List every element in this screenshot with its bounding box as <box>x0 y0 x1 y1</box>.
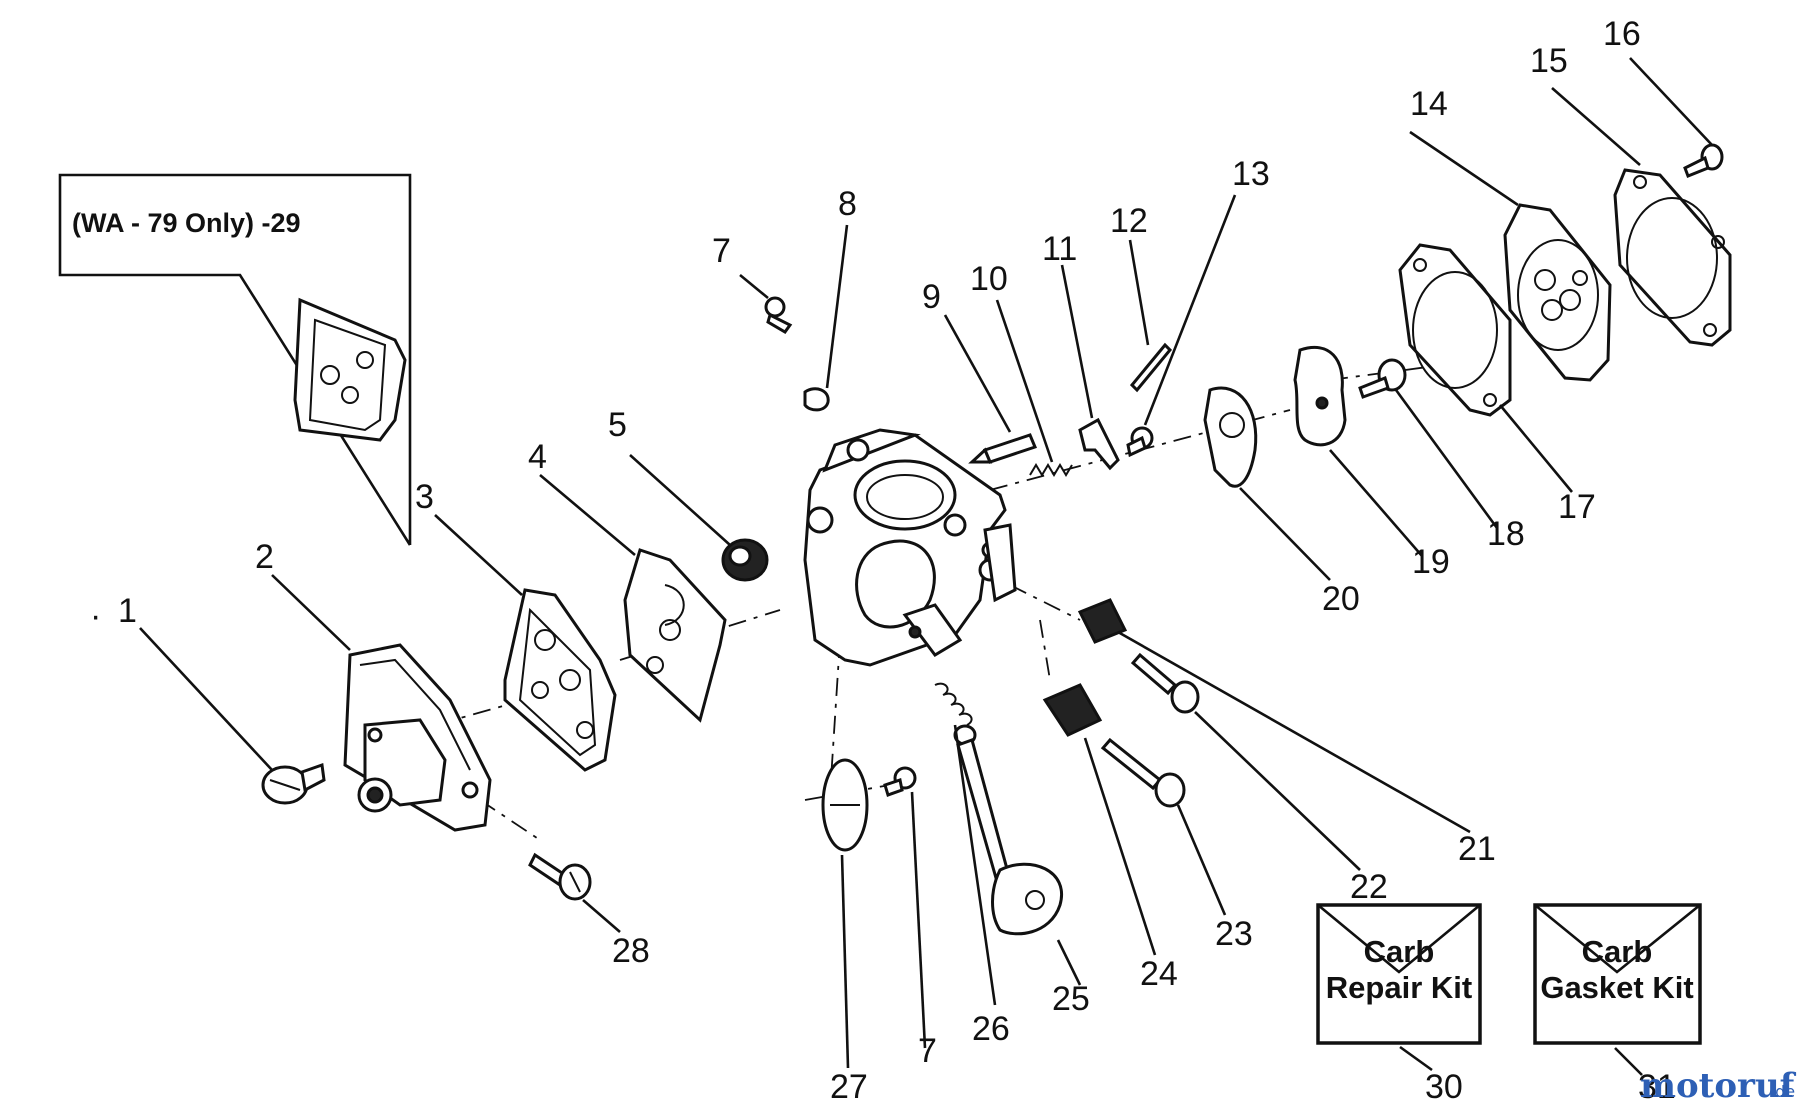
part-9-needle <box>968 433 1038 464</box>
label-part-8: 8 <box>838 185 857 223</box>
part-11-lever <box>1078 417 1120 471</box>
carb-gasket-kit-box: Carb Gasket Kit <box>1533 903 1702 1045</box>
part-labels: · 1 2 3 4 5 7 7 8 9 10 11 12 13 14 15 16… <box>90 15 1676 1106</box>
part-15-cover <box>1613 168 1732 347</box>
part-23-needle <box>1100 737 1186 808</box>
label-part-10: 10 <box>970 260 1008 298</box>
part-17-gasket <box>1398 243 1512 417</box>
part-10-spring <box>1029 463 1073 477</box>
label-part-4: 4 <box>528 438 547 476</box>
label-part-1: 1 <box>118 592 137 630</box>
watermark: motoruf .de <box>1640 1066 1797 1106</box>
part-3-gasket <box>503 588 617 772</box>
label-part-12: 12 <box>1110 202 1148 240</box>
label-part-5: 5 <box>608 406 627 444</box>
part-28-screw <box>528 852 592 901</box>
wa79-note-frame: (WA - 79 Only) -29 <box>58 173 412 546</box>
part-29-gasket <box>293 297 407 442</box>
label-part-16: 16 <box>1603 15 1641 53</box>
label-part-24: 24 <box>1140 955 1178 993</box>
part-5-seal <box>721 538 769 582</box>
part-7-screw-top <box>764 296 793 334</box>
wa79-note-text: (WA - 79 Only) -29 <box>72 208 301 238</box>
label-part-13: 13 <box>1232 155 1270 193</box>
carburetor-body <box>803 428 1017 667</box>
label-part-7-top: 7 <box>712 232 731 270</box>
part-12-pin <box>1129 342 1173 393</box>
label-part-11: 11 <box>1042 230 1077 268</box>
part-2-pump-cover <box>343 643 492 832</box>
part-25-throttle-lever <box>956 738 1064 936</box>
part-20-plate <box>1203 386 1258 488</box>
part-1-screw <box>261 762 326 805</box>
part-8-clip <box>803 387 830 412</box>
label-part-20: 20 <box>1322 580 1360 618</box>
label-part-15: 15 <box>1530 42 1568 80</box>
part-4-diaphragm <box>623 548 727 723</box>
label-part-21: 21 <box>1458 830 1496 868</box>
label-part-27: 27 <box>830 1068 868 1106</box>
label-part-22: 22 <box>1350 868 1388 906</box>
label-part-7-bottom: 7 <box>918 1032 937 1070</box>
part-7-screw-bottom <box>883 766 917 797</box>
repair-kit-line2: Repair Kit <box>1326 970 1472 1005</box>
part-16-screw <box>1683 143 1724 178</box>
part-22-needle <box>1130 652 1200 714</box>
part-18-screw <box>1358 358 1407 399</box>
part-13-screw <box>1126 426 1154 458</box>
carb-repair-kit-box: Carb Repair Kit <box>1316 903 1482 1045</box>
label-part-30: 30 <box>1425 1068 1463 1106</box>
label-part-17: 17 <box>1558 488 1596 526</box>
part-19-metering <box>1293 345 1347 447</box>
label-part-28: 28 <box>612 932 650 970</box>
part-14-diaphragm <box>1503 203 1612 382</box>
stray-dot: · <box>90 597 101 635</box>
gasket-kit-line1: Carb <box>1582 934 1653 969</box>
label-part-18: 18 <box>1487 515 1525 553</box>
label-part-2: 2 <box>255 538 274 576</box>
label-part-9: 9 <box>922 278 941 316</box>
gasket-kit-line2: Gasket Kit <box>1540 970 1693 1005</box>
part-27-throttle-plate <box>821 758 869 852</box>
part-21-spring <box>1077 598 1128 644</box>
label-part-14: 14 <box>1410 85 1448 123</box>
label-part-3: 3 <box>415 478 434 516</box>
label-part-19: 19 <box>1412 543 1450 581</box>
label-part-25: 25 <box>1052 980 1090 1018</box>
label-part-26: 26 <box>972 1010 1010 1048</box>
watermark-brand: motoruf <box>1640 1066 1797 1106</box>
label-part-23: 23 <box>1215 915 1253 953</box>
leader-lines <box>139 57 1713 1076</box>
label-part-31: 31 <box>1638 1068 1676 1106</box>
watermark-suffix: .de <box>1770 1082 1795 1101</box>
part-26-spring <box>934 682 977 746</box>
repair-kit-line1: Carb <box>1364 934 1435 969</box>
part-24-spring <box>1042 683 1103 737</box>
